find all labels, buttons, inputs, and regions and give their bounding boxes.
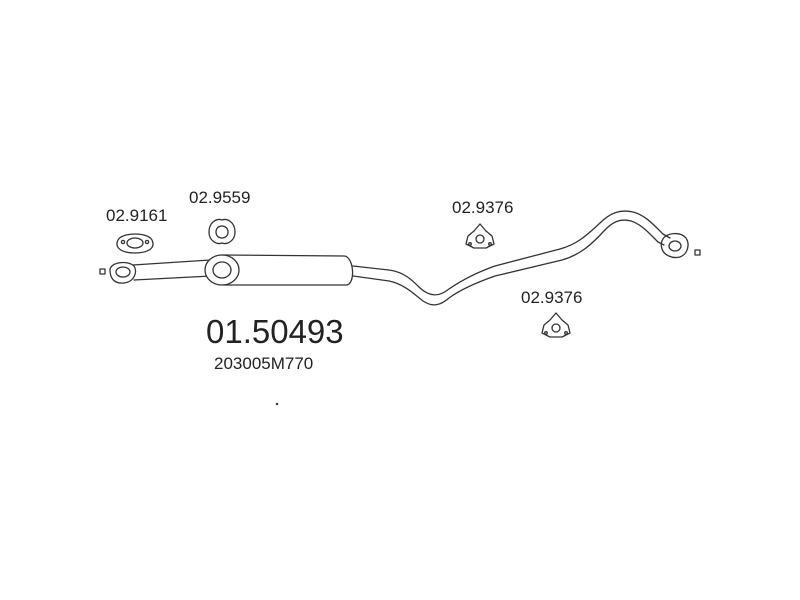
label-hanger-mid: 02.9376 [452,198,513,217]
flange-icon [109,261,137,284]
label-hanger-front: 02.9559 [189,188,250,207]
tail-pipe [352,210,671,306]
flange-icon [660,232,689,259]
inlet-pipe [132,259,212,281]
rubber-hanger-icon [465,223,495,249]
rubber-hanger-icon [541,312,571,338]
pipe-end-marker [694,249,701,256]
stray-dot [275,402,279,406]
main-part-number: 01.50493 [206,313,344,350]
gasket-icon [116,233,154,254]
oem-part-number: 203005M770 [214,354,313,373]
pipe-end-marker [99,268,106,275]
rubber-hanger-icon [208,218,236,245]
label-gasket-left: 02.9161 [106,206,167,225]
muffler [204,254,354,286]
label-hanger-rear: 02.9376 [521,288,582,307]
